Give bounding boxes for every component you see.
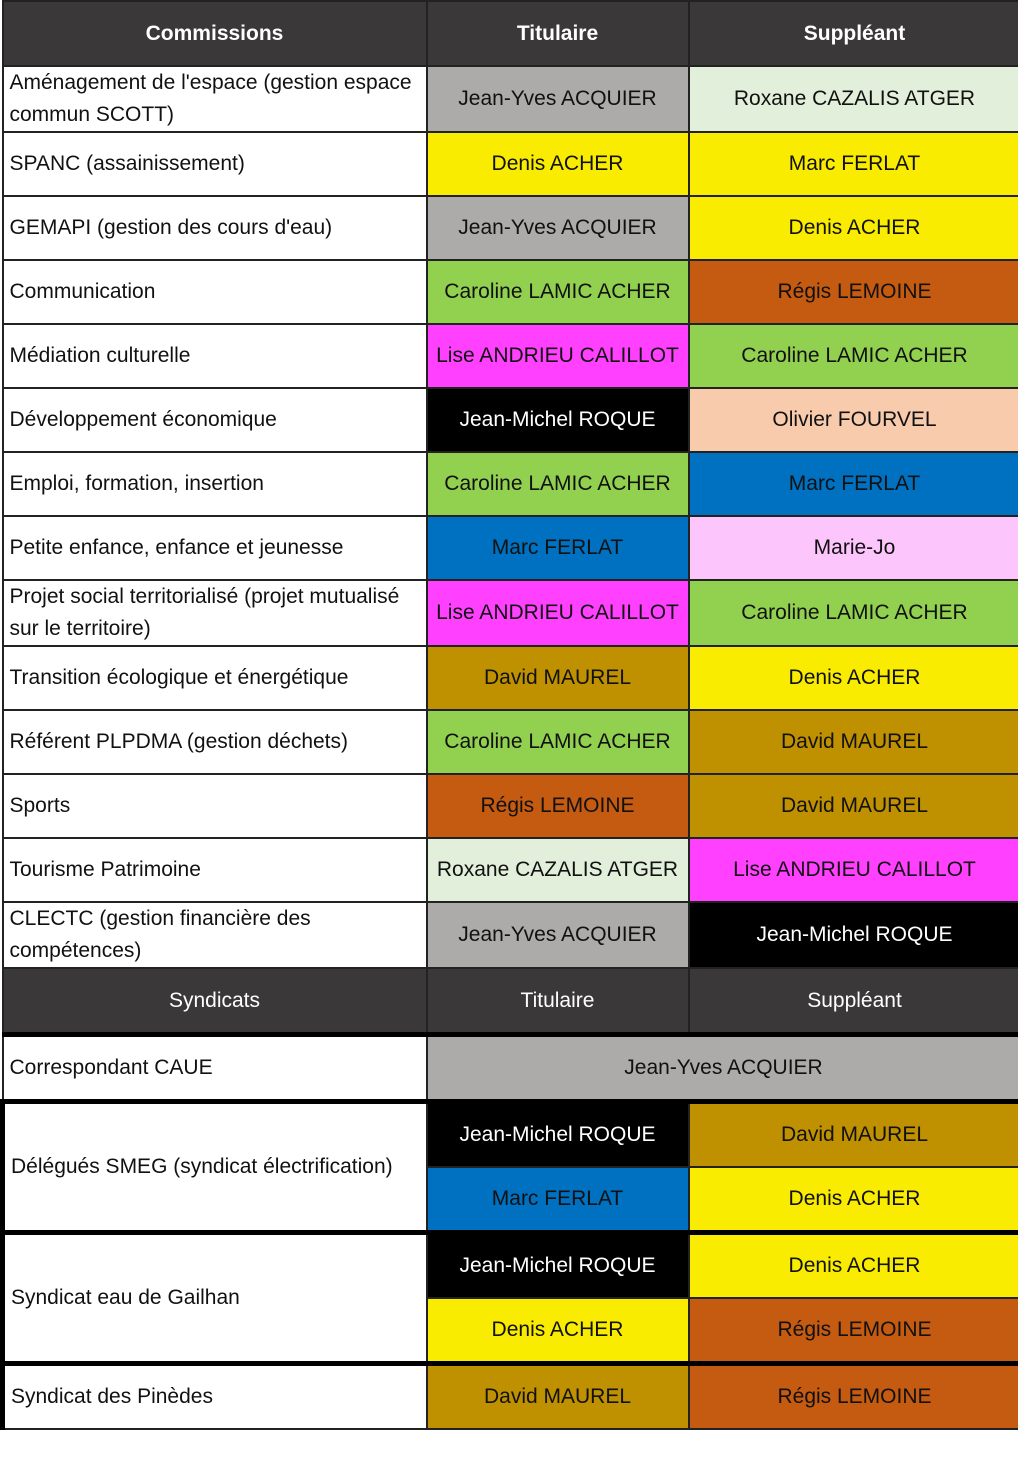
titulaire-cell: Jean-Michel ROQUE	[425, 387, 690, 453]
titulaire-cell: Caroline LAMIC ACHER	[425, 451, 690, 517]
commission-name: Tourisme Patrimoine	[1, 837, 428, 903]
commission-name: Développement économique	[1, 387, 428, 453]
titulaire-cell: Marc FERLAT	[425, 515, 690, 581]
titulaire-cell: Jean-Yves ACQUIER	[425, 195, 690, 261]
suppleant-cell: Caroline LAMIC ACHER	[687, 323, 1018, 389]
commission-row: GEMAPI (gestion des cours d'eau)Jean-Yve…	[1, 195, 1018, 261]
commission-row: Aménagement de l'espace (gestion espace …	[1, 65, 1018, 133]
suppleant-cell: Denis ACHER	[687, 195, 1018, 261]
header-suppleant: Suppléant	[687, 0, 1018, 67]
titulaire-cell: Jean-Michel ROQUE	[425, 1099, 690, 1168]
commission-name: CLECTC (gestion financière des compétenc…	[1, 901, 428, 969]
commission-name: Projet social territorialisé (projet mut…	[1, 579, 428, 647]
commission-row: CLECTC (gestion financière des compétenc…	[1, 901, 1018, 969]
header-titulaire: Titulaire	[425, 0, 690, 67]
syndicat-name: Syndicat eau de Gailhan	[0, 1230, 428, 1365]
titulaire-cell: Caroline LAMIC ACHER	[425, 259, 690, 325]
suppleant-cell: Lise ANDRIEU CALILLOT	[687, 837, 1018, 903]
commission-name: Sports	[1, 773, 428, 839]
titulaire-cell: Jean-Michel ROQUE	[425, 1230, 690, 1299]
suppleant-cell: Denis ACHER	[687, 1230, 1018, 1299]
suppleant-cell: David MAUREL	[687, 709, 1018, 775]
suppleant-cell: Roxane CAZALIS ATGER	[687, 65, 1018, 133]
titulaire-cell: Marc FERLAT	[425, 1166, 690, 1234]
suppleant-cell: Régis LEMOINE	[687, 1297, 1018, 1365]
suppleant-cell: Denis ACHER	[687, 1166, 1018, 1234]
commission-row: Référent PLPDMA (gestion déchets)Carolin…	[1, 709, 1018, 775]
syndicat-name: Syndicat des Pinèdes	[0, 1361, 428, 1430]
titulaire-cell: David MAUREL	[425, 645, 690, 711]
merged-person-cell: Jean-Yves ACQUIER	[425, 1032, 1018, 1103]
suppleant-cell: Marie-Jo	[687, 515, 1018, 581]
suppleant-cell: Marc FERLAT	[687, 131, 1018, 197]
syndicat-row: Délégués SMEG (syndicat électrification)…	[0, 1099, 1018, 1234]
commission-name: Aménagement de l'espace (gestion espace …	[1, 65, 428, 133]
titulaire-cell: Régis LEMOINE	[425, 773, 690, 839]
titulaire-cell: Lise ANDRIEU CALILLOT	[425, 579, 690, 647]
suppleant-cell: Denis ACHER	[687, 645, 1018, 711]
suppleant-cell: David MAUREL	[687, 1099, 1018, 1168]
commission-name: Emploi, formation, insertion	[1, 451, 428, 517]
suppleant-cell: Caroline LAMIC ACHER	[687, 579, 1018, 647]
commission-name: GEMAPI (gestion des cours d'eau)	[1, 195, 428, 261]
commission-name: Petite enfance, enfance et jeunesse	[1, 515, 428, 581]
titulaire-cell: Jean-Yves ACQUIER	[425, 901, 690, 969]
titulaire-cell: David MAUREL	[425, 1361, 690, 1430]
commission-row: Projet social territorialisé (projet mut…	[1, 579, 1018, 647]
syndicat-name: Correspondant CAUE	[1, 1032, 428, 1103]
titulaire-cell: Lise ANDRIEU CALILLOT	[425, 323, 690, 389]
titulaire-cell: Caroline LAMIC ACHER	[425, 709, 690, 775]
commissions-header-row: Commissions Titulaire Suppléant	[1, 0, 1018, 67]
header-commissions: Commissions	[1, 0, 428, 67]
suppleant-cell: Jean-Michel ROQUE	[687, 901, 1018, 969]
commission-name: Transition écologique et énergétique	[1, 645, 428, 711]
header-syndicats: Syndicats	[1, 967, 428, 1036]
suppleant-cell: Marc FERLAT	[687, 451, 1018, 517]
syndicat-name: Délégués SMEG (syndicat électrification)	[0, 1099, 428, 1234]
titulaire-cell: Denis ACHER	[425, 1297, 690, 1365]
suppleant-cell: David MAUREL	[687, 773, 1018, 839]
titulaire-cell: Jean-Yves ACQUIER	[425, 65, 690, 133]
titulaire-cell: Denis ACHER	[425, 131, 690, 197]
suppleant-cell: Régis LEMOINE	[687, 1361, 1018, 1430]
header-titulaire: Titulaire	[425, 967, 690, 1036]
assignments-table: Commissions Titulaire Suppléant Aménagem…	[0, 0, 1018, 1430]
commission-name: Référent PLPDMA (gestion déchets)	[1, 709, 428, 775]
commission-name: Médiation culturelle	[1, 323, 428, 389]
suppleant-cell: Olivier FOURVEL	[687, 387, 1018, 453]
suppleant-cell: Régis LEMOINE	[687, 259, 1018, 325]
commission-name: Communication	[1, 259, 428, 325]
titulaire-cell: Roxane CAZALIS ATGER	[425, 837, 690, 903]
header-suppleant: Suppléant	[687, 967, 1018, 1036]
commission-name: SPANC (assainissement)	[1, 131, 428, 197]
